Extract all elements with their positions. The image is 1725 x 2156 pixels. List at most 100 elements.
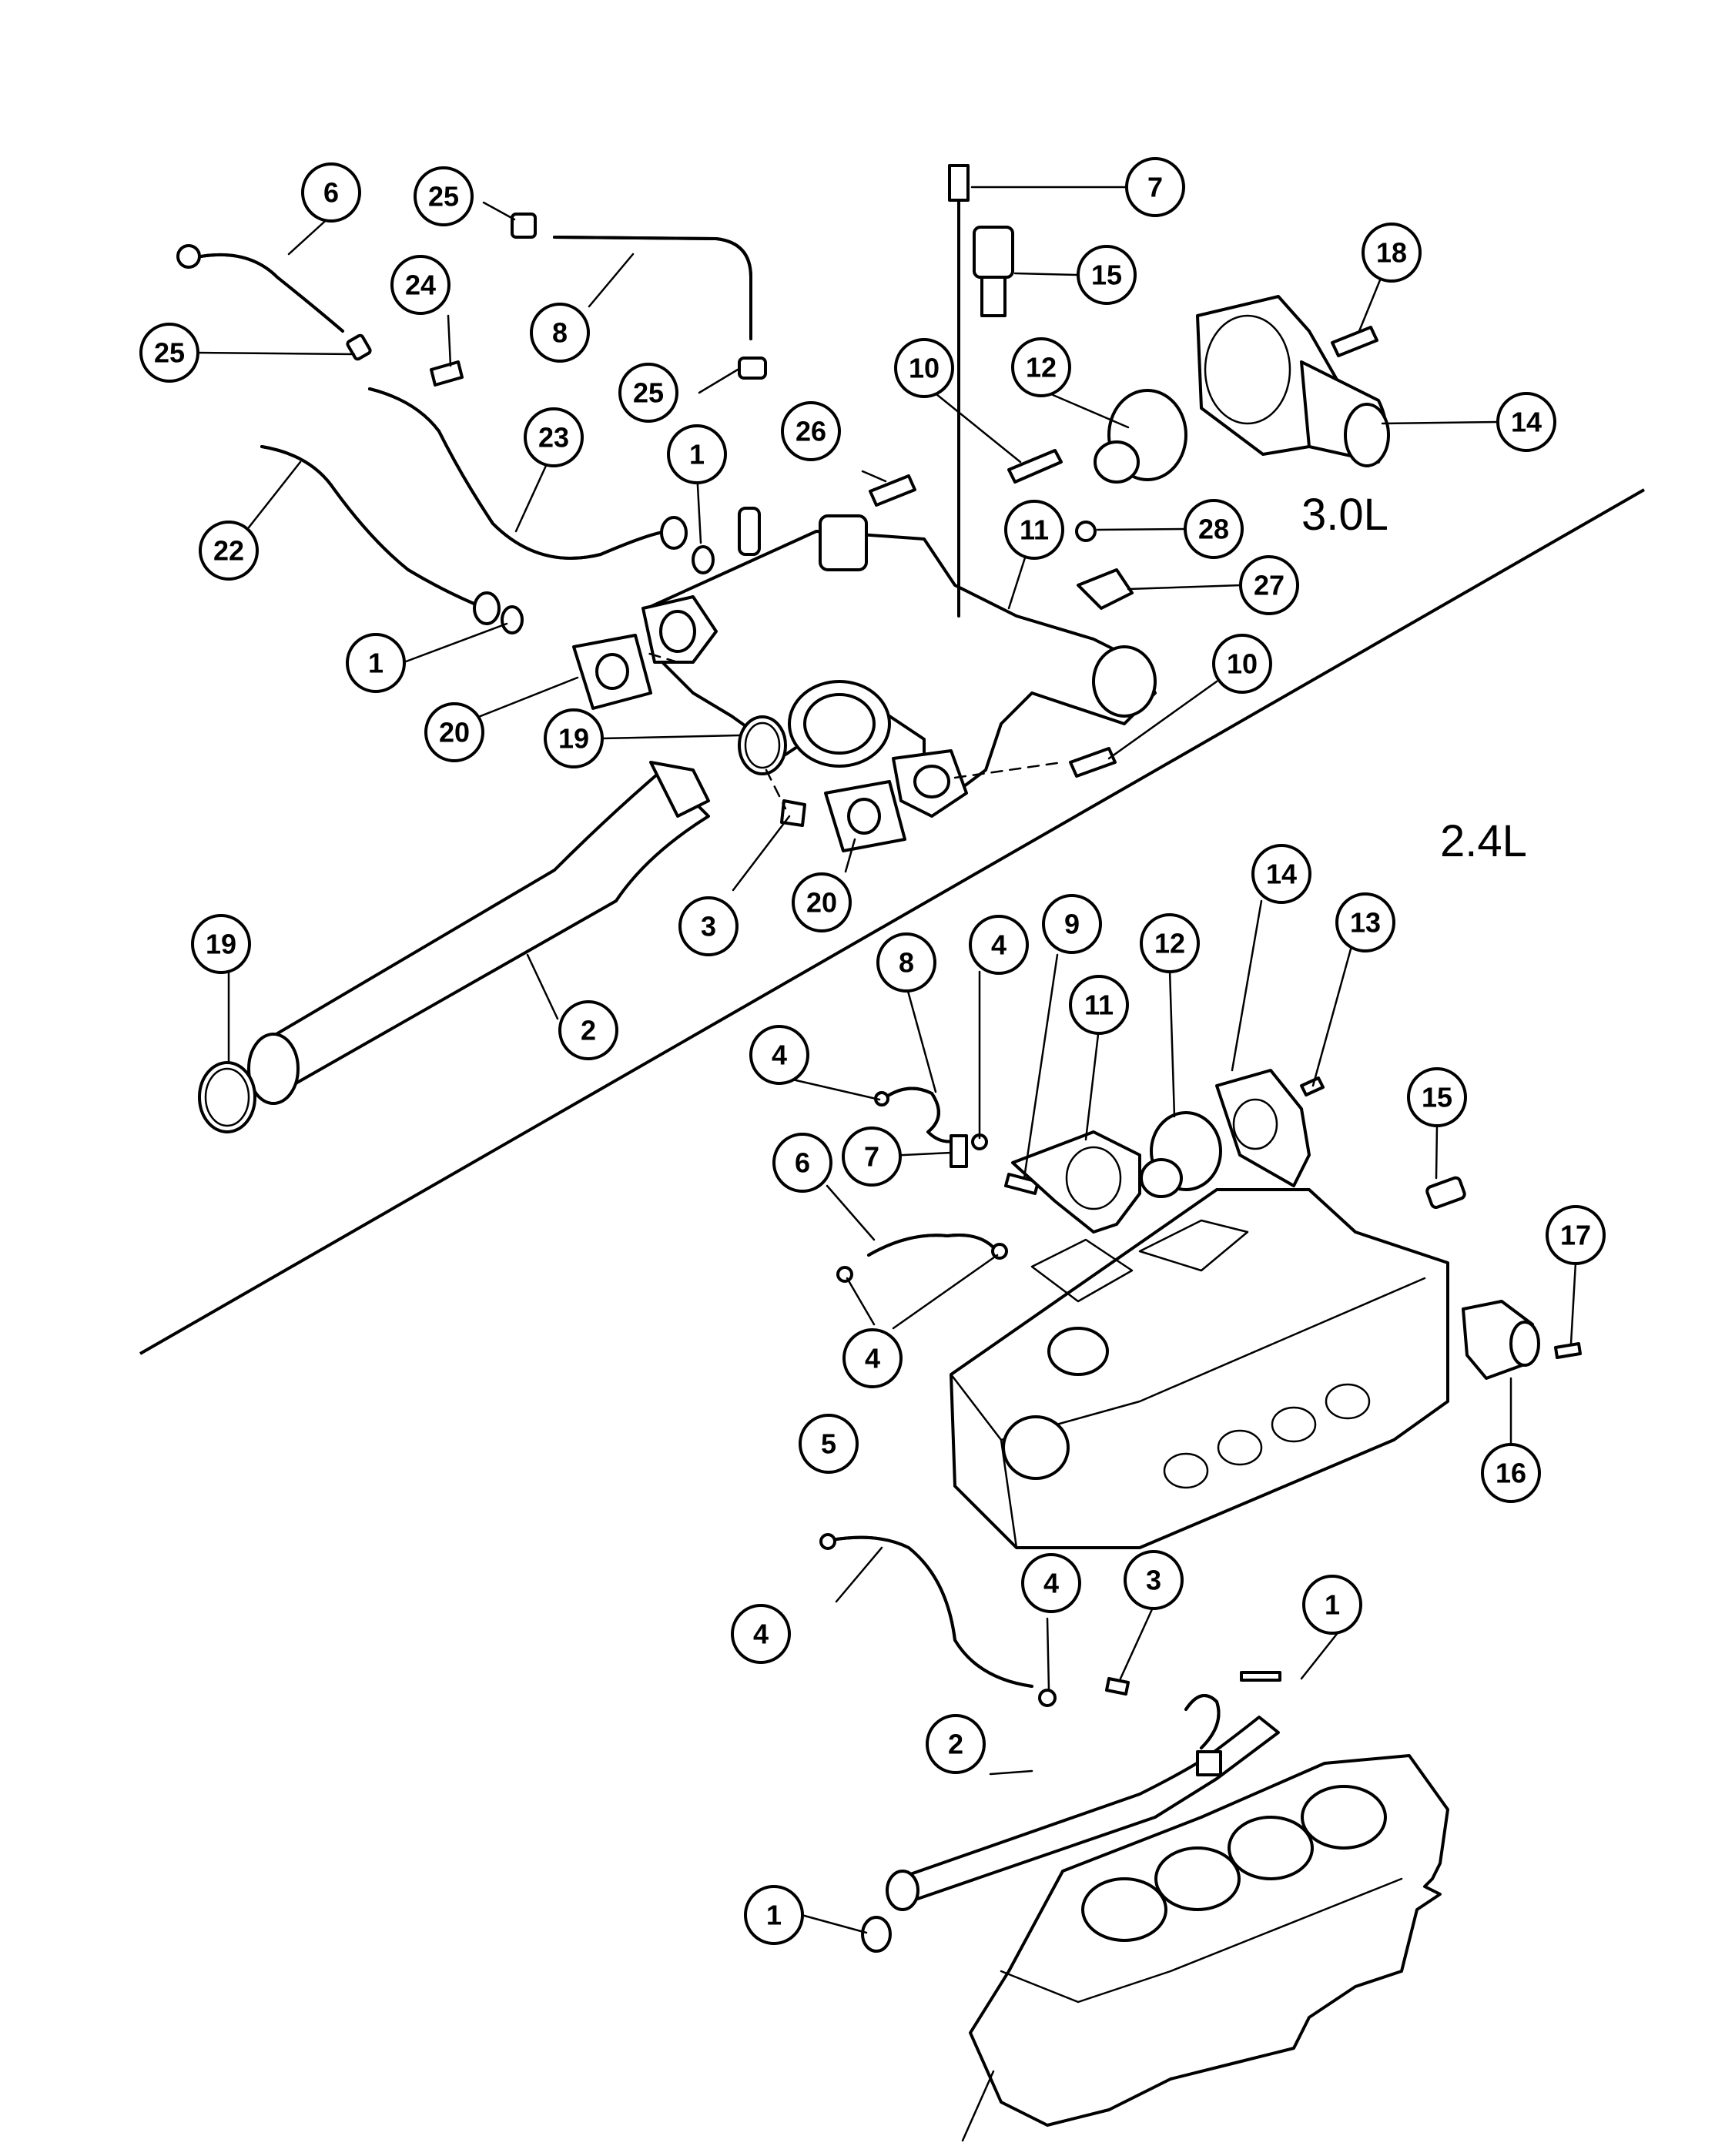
svg-text:15: 15 xyxy=(1091,259,1122,291)
svg-text:18: 18 xyxy=(1376,237,1407,269)
svg-text:28: 28 xyxy=(1198,514,1229,545)
v6-bolt-28 xyxy=(1075,521,1097,542)
engine-divider-line xyxy=(139,488,1645,1355)
svg-text:10: 10 xyxy=(909,353,940,384)
callout-6: 6 xyxy=(301,162,361,223)
svg-text:19: 19 xyxy=(558,723,589,755)
callout-12: 12 xyxy=(1140,913,1200,973)
v6-bolt-10a xyxy=(1007,449,1063,484)
svg-text:4: 4 xyxy=(991,929,1007,961)
callout-6: 6 xyxy=(772,1133,832,1193)
svg-text:9: 9 xyxy=(1064,909,1080,940)
callout-10: 10 xyxy=(894,338,954,398)
i4-engine-block xyxy=(969,1754,1449,2127)
svg-text:10: 10 xyxy=(1227,648,1258,680)
svg-text:26: 26 xyxy=(796,416,826,447)
i4-clamp-4e xyxy=(819,1533,836,1550)
v6-pipe-22 xyxy=(260,445,487,610)
callout-15: 15 xyxy=(1077,245,1137,305)
v6-hose-6 xyxy=(191,253,344,333)
i4-sensor-15 xyxy=(1425,1176,1466,1209)
svg-text:8: 8 xyxy=(899,947,914,979)
v6-water-manifold-11 xyxy=(645,530,1157,795)
svg-text:20: 20 xyxy=(806,887,837,919)
callout-4: 4 xyxy=(749,1025,809,1085)
i4-clamp-4c xyxy=(836,1266,853,1283)
i4-hose-8 xyxy=(884,1086,964,1143)
svg-text:2: 2 xyxy=(948,1729,963,1760)
callout-25: 25 xyxy=(139,323,199,383)
svg-text:19: 19 xyxy=(206,929,236,960)
svg-text:20: 20 xyxy=(439,717,470,748)
v6-sensor-15 xyxy=(973,226,1014,279)
callout-19: 19 xyxy=(191,914,251,974)
v6-pipe-23 xyxy=(368,387,672,560)
callout-22: 22 xyxy=(199,521,259,581)
svg-text:6: 6 xyxy=(795,1147,810,1179)
callout-4: 4 xyxy=(969,915,1029,975)
svg-text:1: 1 xyxy=(766,1900,782,1931)
v6-tube-2 xyxy=(253,768,710,1091)
callout-1: 1 xyxy=(346,633,406,693)
svg-text:12: 12 xyxy=(1154,928,1185,959)
callout-25: 25 xyxy=(414,166,474,226)
svg-text:25: 25 xyxy=(633,377,664,409)
svg-text:12: 12 xyxy=(1026,352,1057,383)
i4-clamp-4d xyxy=(991,1243,1008,1260)
v6-clamp-25d xyxy=(738,357,767,380)
v6-bolt-18 xyxy=(1331,326,1378,357)
svg-text:22: 22 xyxy=(213,535,244,567)
callout-8: 8 xyxy=(530,303,590,363)
svg-text:8: 8 xyxy=(552,317,568,349)
leader-lines xyxy=(191,186,1577,1934)
svg-text:23: 23 xyxy=(538,422,569,454)
callout-8: 8 xyxy=(876,932,936,993)
svg-text:2: 2 xyxy=(581,1015,596,1046)
svg-text:27: 27 xyxy=(1254,570,1285,601)
callout-28: 28 xyxy=(1184,499,1244,559)
svg-text:5: 5 xyxy=(821,1428,836,1460)
callout-16: 16 xyxy=(1481,1443,1541,1503)
callout-1: 1 xyxy=(667,424,727,484)
svg-text:4: 4 xyxy=(865,1343,880,1374)
i4-sensor-7 xyxy=(950,1134,968,1168)
callout-5: 5 xyxy=(799,1414,859,1474)
callout-2: 2 xyxy=(926,1714,986,1774)
callout-1: 1 xyxy=(1302,1575,1362,1635)
v6-clamp-25a xyxy=(176,244,201,269)
v6-o-ring-1a xyxy=(692,545,715,574)
svg-text:16: 16 xyxy=(1496,1458,1526,1489)
svg-text:14: 14 xyxy=(1266,859,1297,890)
v6-clamp-25b xyxy=(346,333,372,361)
i4-hose-5 xyxy=(830,1535,1033,1688)
v6-clamp-25c xyxy=(511,213,537,239)
svg-text:4: 4 xyxy=(1043,1568,1059,1599)
svg-text:25: 25 xyxy=(428,181,459,213)
v6-bracket-27 xyxy=(1077,568,1134,610)
callout-18: 18 xyxy=(1362,223,1422,283)
i4-parts xyxy=(819,1069,1582,2142)
i4-cylinder-head xyxy=(950,1188,1449,1549)
callout-4: 4 xyxy=(1021,1553,1081,1613)
svg-text:11: 11 xyxy=(1084,989,1114,1021)
svg-text:11: 11 xyxy=(1020,514,1049,546)
callout-20: 20 xyxy=(424,702,484,762)
i4-bolt-17 xyxy=(1554,1342,1582,1359)
svg-text:3: 3 xyxy=(701,911,716,942)
v6-parts xyxy=(176,164,1390,1133)
callout-25: 25 xyxy=(618,363,678,423)
callout-1: 1 xyxy=(744,1885,804,1945)
callout-11: 11 xyxy=(1004,500,1064,560)
callout-4: 4 xyxy=(731,1604,791,1664)
callout-23: 23 xyxy=(524,407,584,467)
callout-14: 14 xyxy=(1251,844,1311,904)
callout-13: 13 xyxy=(1335,892,1395,952)
callout-11: 11 xyxy=(1069,975,1129,1035)
svg-text:7: 7 xyxy=(864,1141,879,1173)
svg-text:14: 14 xyxy=(1511,407,1542,438)
engine-label-3-0l: 3.0L xyxy=(1301,490,1388,540)
callout-10: 10 xyxy=(1212,634,1272,694)
v6-sensor-7 xyxy=(948,164,970,202)
callout-14: 14 xyxy=(1496,392,1556,452)
v6-bolt-24 xyxy=(430,360,464,387)
